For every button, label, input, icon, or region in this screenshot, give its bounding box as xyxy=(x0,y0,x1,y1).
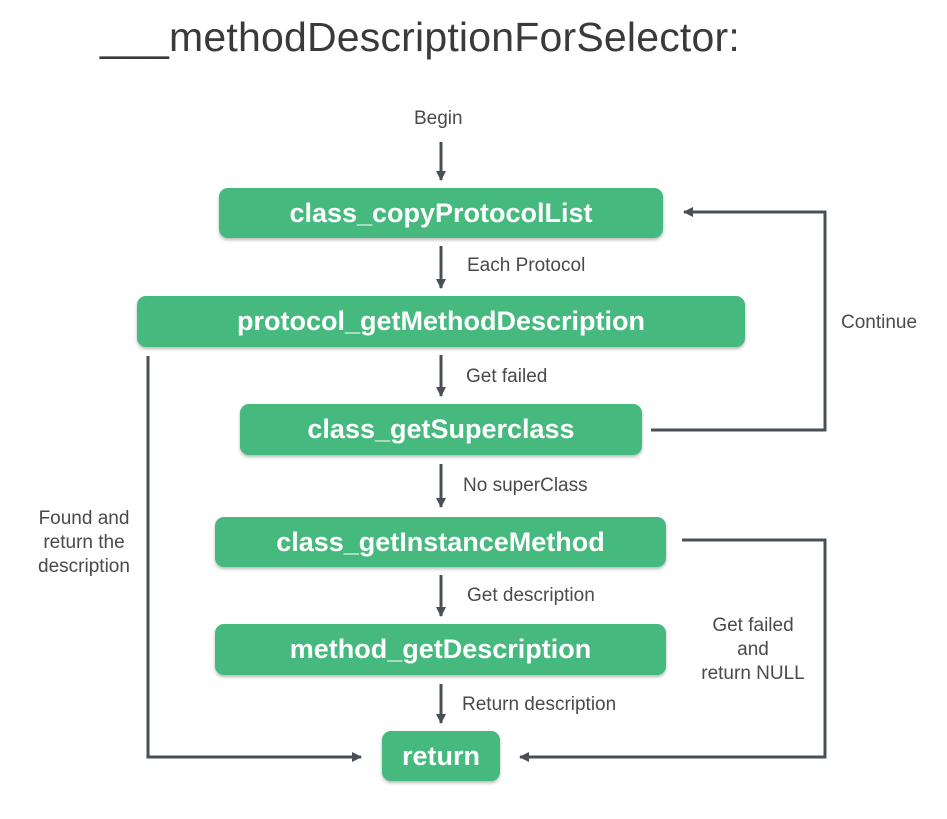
node-class-copy-protocol-list: class_copyProtocolList xyxy=(219,188,663,238)
node-class-get-superclass: class_getSuperclass xyxy=(240,404,642,455)
label-no-superclass: No superClass xyxy=(463,475,588,496)
node-method-get-description: method_getDescription xyxy=(215,624,666,675)
label-continue: Continue xyxy=(841,312,918,333)
label-each-protocol: Each Protocol xyxy=(467,255,586,276)
label-get-description: Get description xyxy=(467,585,595,606)
arrow-continue-loop xyxy=(651,207,827,432)
arrow-found-and-return xyxy=(146,356,362,762)
node-return: return xyxy=(382,731,500,781)
node-protocol-get-method-description: protocol_getMethodDescription xyxy=(137,296,745,347)
node-class-get-instance-method: class_getInstanceMethod xyxy=(215,517,666,567)
label-return-description: Return description xyxy=(462,694,617,715)
label-begin: Begin xyxy=(414,108,463,129)
arrow-get-failed-return-null xyxy=(519,538,827,762)
diagram-title: ___methodDescriptionForSelector: xyxy=(100,14,740,60)
label-get-failed: Get failed xyxy=(466,366,548,387)
label-found-and-return: Found and return the description xyxy=(38,508,130,577)
label-get-failed-return-null: Get failed and return NULL xyxy=(701,615,805,684)
